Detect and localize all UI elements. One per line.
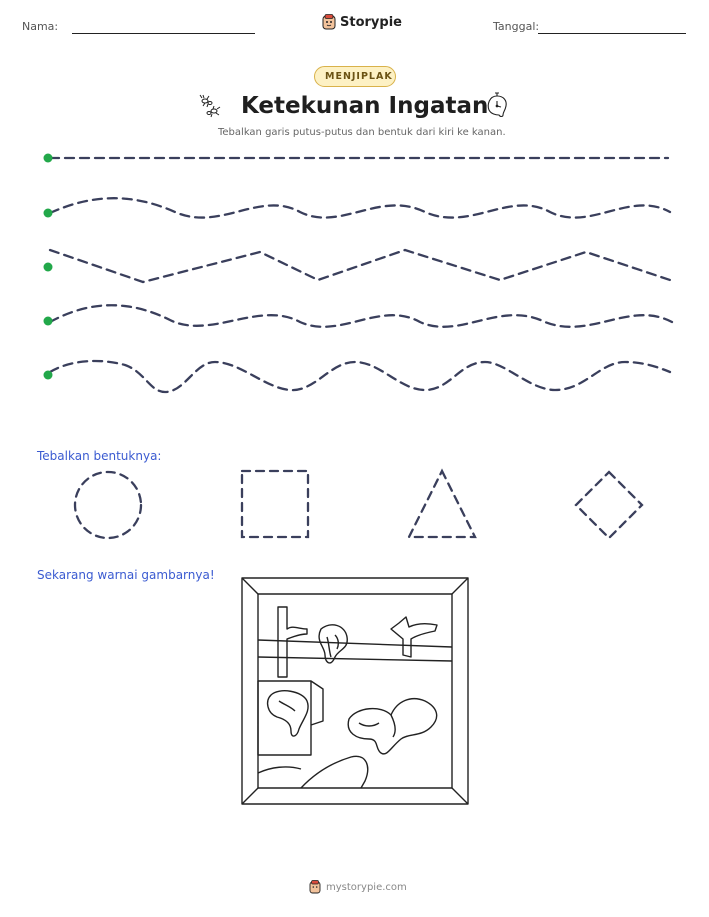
date-label: Tanggal: (493, 20, 540, 33)
start-dot-5 (43, 370, 53, 380)
storypie-mascot-icon (322, 14, 336, 30)
frame-outer (241, 577, 469, 805)
storypie-mascot-icon (309, 880, 321, 894)
instructions: Tebalkan garis putus-putus dan bentuk da… (218, 127, 506, 138)
bare-tree (277, 606, 308, 678)
coloring-heading: Sekarang warnai gambarnya! (37, 568, 215, 582)
tracing-diamond (574, 470, 644, 540)
brand-name: Storypie (340, 14, 402, 30)
clock-on-box (266, 690, 309, 737)
shapes-heading: Tebalkan bentuknya: (37, 449, 162, 463)
start-dot-2 (43, 208, 53, 218)
tracing-square (240, 469, 310, 539)
tracing-circle (73, 470, 143, 540)
tracing-line-zigzag (48, 248, 672, 284)
footer-url[interactable]: mystorypie.com (326, 881, 407, 893)
tracing-shapes[interactable] (0, 462, 709, 547)
clock-hanging (318, 624, 348, 664)
ledge (257, 639, 453, 662)
name-label: Nama: (22, 20, 59, 33)
melting-clock-icon (487, 92, 507, 118)
clock-draped (347, 697, 438, 755)
brand-logo: Storypie (322, 14, 402, 30)
activity-badge: MENJIPLAK (314, 66, 396, 87)
footer: mystorypie.com (309, 880, 407, 894)
branch-right (390, 616, 438, 658)
tracing-lines[interactable] (0, 140, 709, 400)
start-dot-1 (43, 153, 53, 163)
start-dot-3 (43, 262, 53, 272)
tracing-triangle (407, 468, 477, 539)
start-dot-4 (43, 316, 53, 326)
name-line[interactable] (72, 33, 255, 34)
box (257, 680, 324, 756)
page-title: Ketekunan Ingatan (241, 93, 489, 119)
coloring-picture[interactable] (241, 577, 469, 805)
tracing-line-deep-wave (48, 359, 672, 394)
tracing-line-gentle-wave (48, 197, 672, 219)
tracing-line-wave (48, 304, 674, 328)
ground-shape (300, 755, 369, 789)
date-line[interactable] (538, 33, 686, 34)
ants-icon (199, 94, 221, 118)
